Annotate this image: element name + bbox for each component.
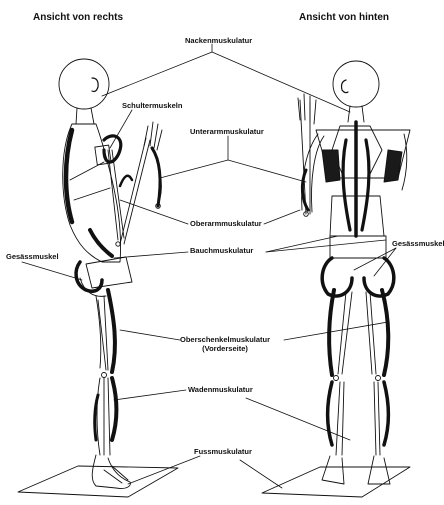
floor-plate-right (262, 467, 410, 497)
figure-back-view (262, 61, 410, 497)
ear-left (92, 78, 98, 92)
floor-plate-left (18, 466, 178, 497)
thigh-right-left (329, 290, 334, 375)
head-right (333, 61, 379, 107)
head-left (59, 59, 109, 109)
thigh-right-right (382, 290, 388, 375)
figure-side-view (18, 59, 178, 497)
